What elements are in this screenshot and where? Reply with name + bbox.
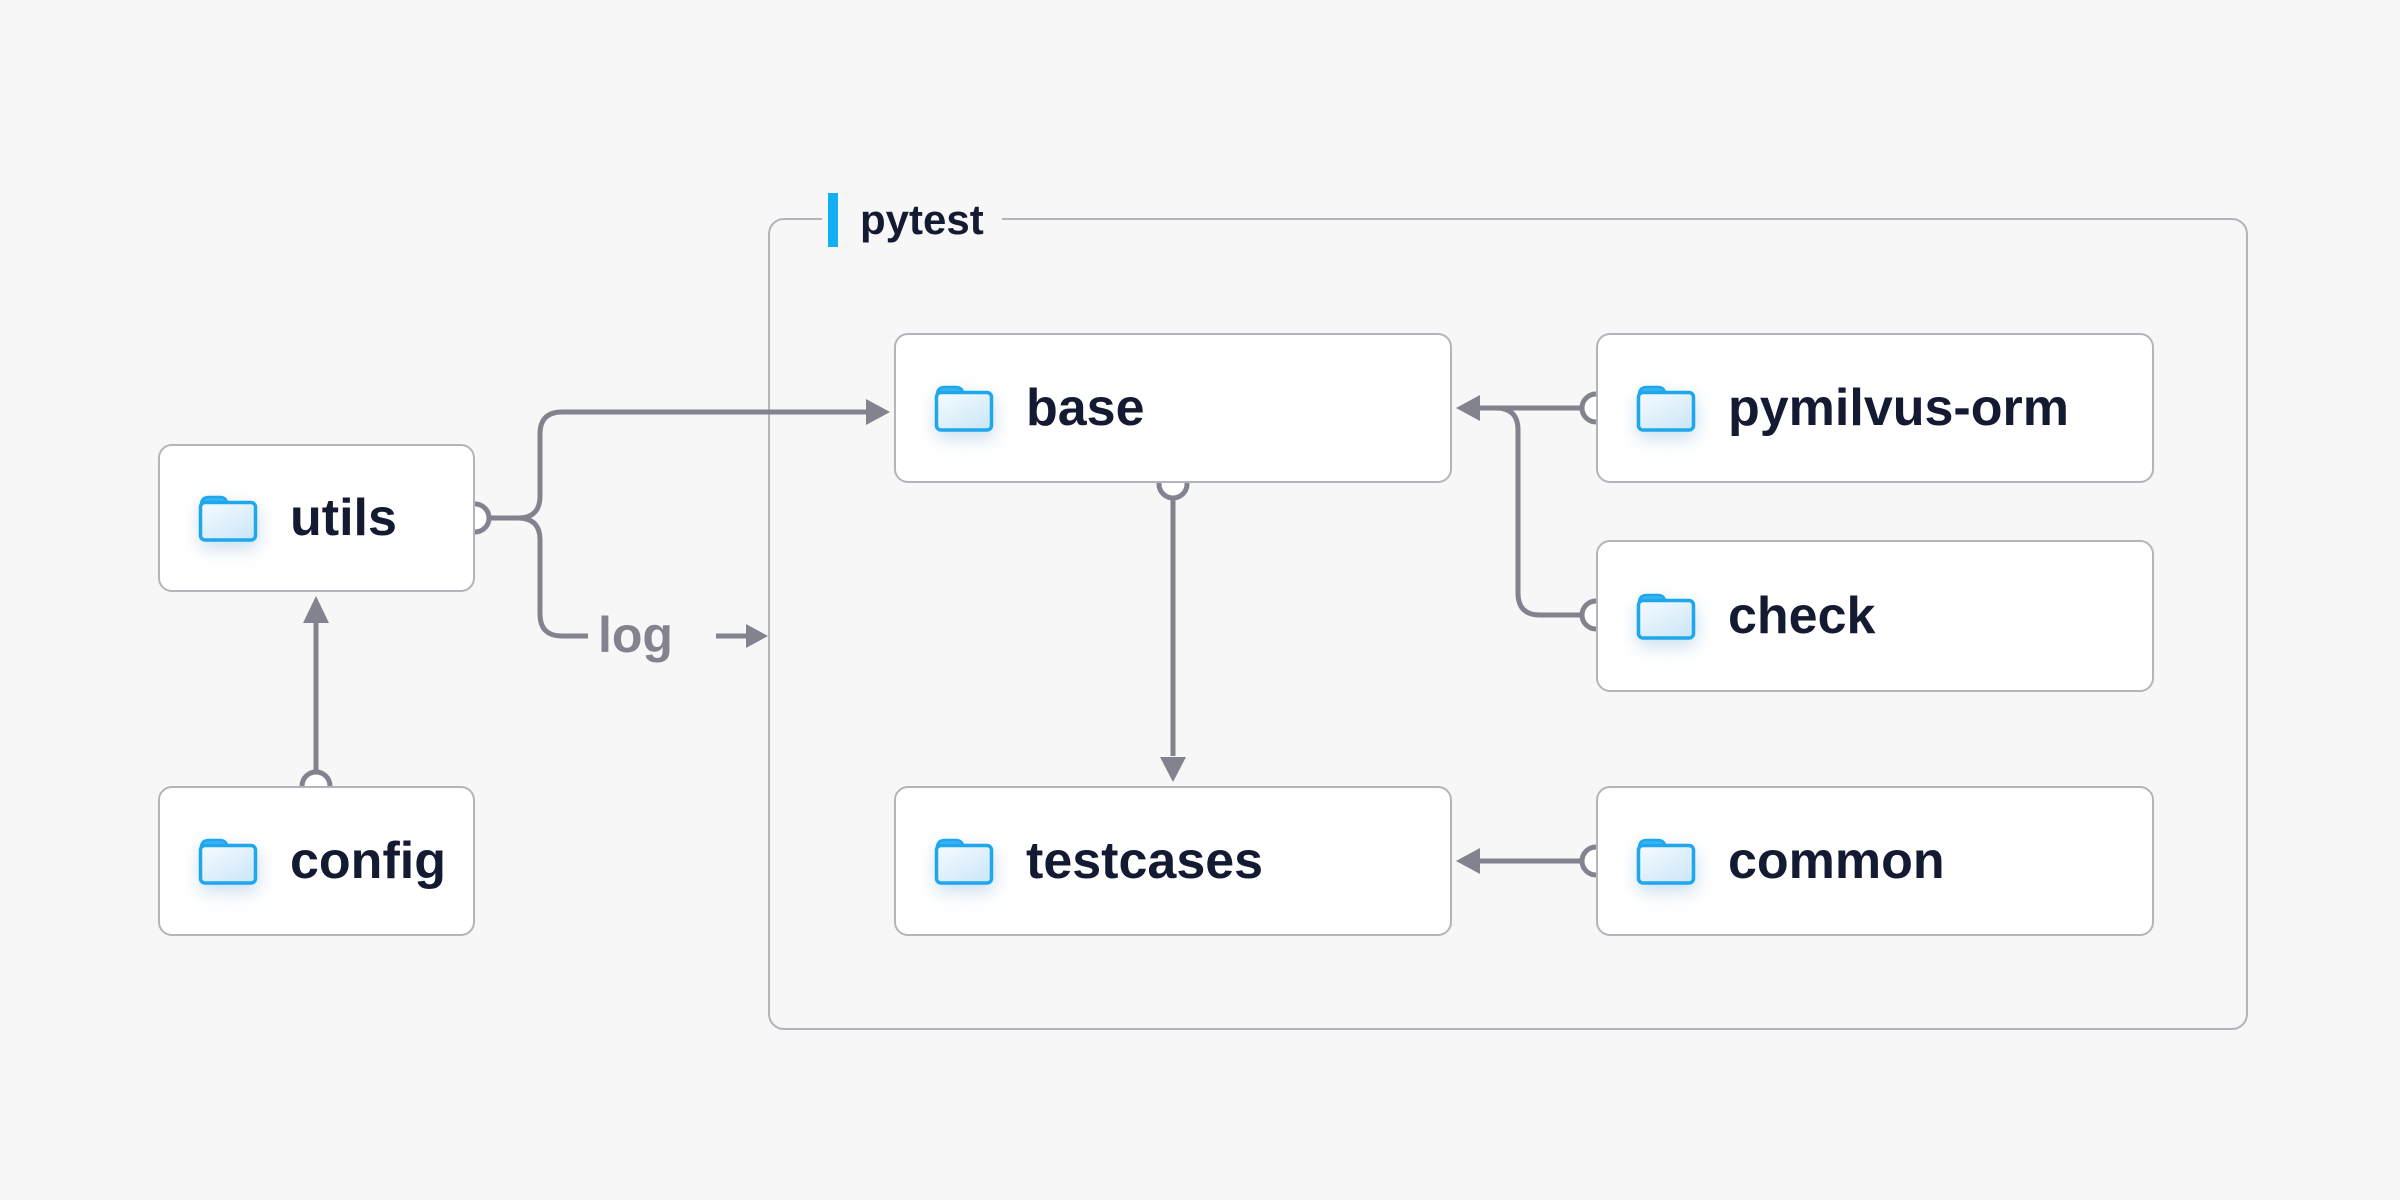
node-base: base xyxy=(894,333,1452,483)
node-utils: utils xyxy=(158,444,475,592)
group-title: pytest xyxy=(860,196,984,243)
node-check: check xyxy=(1596,540,2154,692)
accent-bar-icon xyxy=(828,193,838,247)
node-label: testcases xyxy=(1026,832,1264,890)
node-label: base xyxy=(1026,379,1145,437)
node-label: check xyxy=(1728,587,1876,645)
node-label: common xyxy=(1728,832,1945,890)
node-label: pymilvus-orm xyxy=(1728,379,2069,437)
folder-icon xyxy=(198,495,258,542)
folder-icon xyxy=(934,838,994,885)
folder-icon xyxy=(198,838,258,885)
edge-label-log: log xyxy=(598,607,673,663)
pytest-group-label: pytest xyxy=(822,191,1002,249)
pytest-group: pytest xyxy=(768,191,2248,1030)
folder-icon xyxy=(1636,593,1696,640)
folder-icon xyxy=(934,385,994,432)
node-testcases: testcases xyxy=(894,786,1452,936)
folder-icon xyxy=(1636,838,1696,885)
node-label: utils xyxy=(290,489,397,547)
node-pymilvus-orm: pymilvus-orm xyxy=(1596,333,2154,483)
node-label: config xyxy=(290,832,446,890)
edge-config-utils xyxy=(303,596,329,771)
node-config: config xyxy=(158,786,475,936)
folder-icon xyxy=(1636,385,1696,432)
node-common: common xyxy=(1596,786,2154,936)
